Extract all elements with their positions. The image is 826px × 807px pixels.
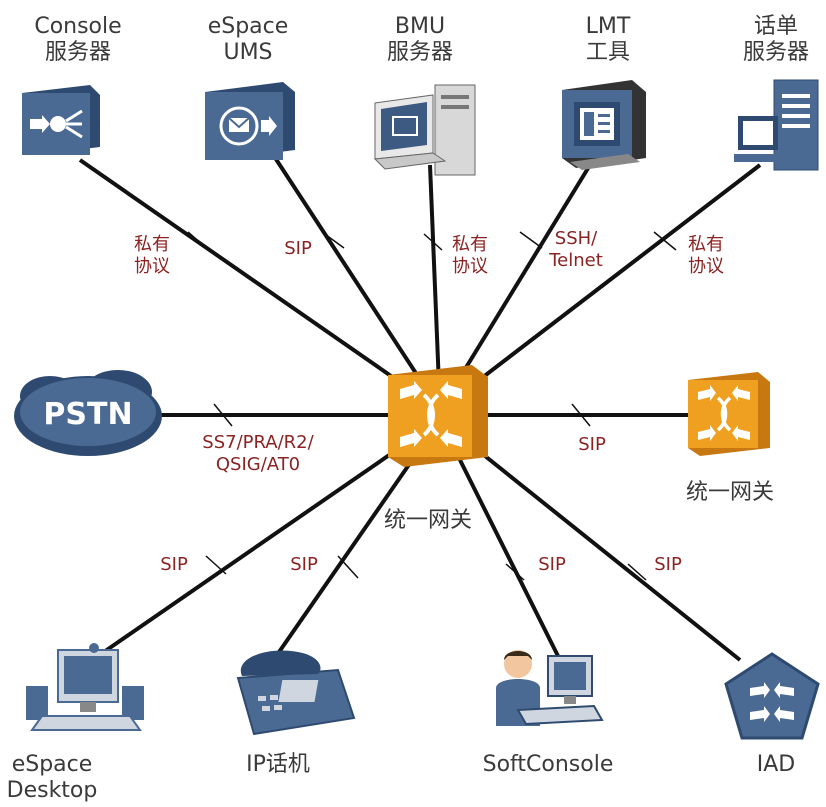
protocol-right-gateway: SIP [578, 434, 606, 455]
protocol-console: 私有 协议 [134, 234, 170, 278]
center-gateway-label: 统一网关 [383, 508, 473, 533]
espace-ums-label: eSpace UMS [208, 14, 289, 66]
cdr-label-line2: 服务器 [742, 40, 810, 65]
protocol-desktop: SIP [160, 554, 188, 575]
lmt-tool-label: LMT 工具 [586, 14, 631, 66]
lmt-label-line2: 工具 [585, 40, 630, 65]
iad-label: IAD [756, 752, 796, 777]
ums-label-line1: eSpace [207, 14, 289, 39]
protocol-pstn: SS7/PRA/R2/ QSIG/AT0 [202, 432, 313, 476]
console-label-line1: Console [34, 14, 122, 39]
bmu-label-line2: 服务器 [386, 40, 454, 65]
protocol-cdr-line1: 私有 [688, 234, 724, 255]
protocol-bmu: 私有 协议 [452, 234, 488, 278]
console-label-line2: 服务器 [44, 40, 111, 65]
link-softconsole [438, 419, 567, 671]
bmu-server-icon [373, 84, 476, 176]
gateway-icon-center [388, 365, 488, 467]
link-ums [268, 148, 442, 412]
link-cdr [438, 163, 762, 412]
console-server-icon [22, 85, 100, 155]
desktop-label-line1: eSpace [11, 752, 93, 777]
gateway-icon-right [688, 372, 770, 456]
link-iad [438, 418, 742, 662]
iad-icon [724, 652, 820, 740]
bmu-label-line1: BMU [394, 14, 446, 39]
ip-phone-icon [236, 650, 356, 736]
desktop-label-line2: Desktop [6, 778, 98, 803]
cdr-server-icon [734, 79, 819, 171]
protocol-cdr: 私有 协议 [688, 234, 724, 278]
protocol-pstn-line2: QSIG/AT0 [215, 454, 301, 475]
protocol-iad: SIP [654, 554, 682, 575]
softconsole-label: SoftConsole [482, 752, 614, 777]
protocol-cdr-line2: 协议 [688, 256, 724, 277]
desktop-pc-icon [26, 643, 144, 731]
console-server-label: Console 服务器 [34, 14, 121, 66]
cdr-label-line1: 话单 [753, 14, 799, 39]
ip-phone-label: IP话机 [246, 752, 310, 777]
protocol-softconsole: SIP [538, 554, 566, 575]
link-console [78, 158, 442, 412]
protocol-pstn-line1: SS7/PRA/R2/ [202, 432, 314, 453]
right-gateway-label: 统一网关 [685, 480, 775, 505]
link-desktop [83, 418, 442, 667]
protocol-bmu-line2: 协议 [452, 256, 488, 277]
pstn-cloud-icon [14, 370, 162, 456]
cdr-server-label: 话单 服务器 [743, 14, 809, 66]
lmt-label-line1: LMT [585, 14, 631, 39]
protocol-console-line1: 私有 [134, 234, 170, 255]
protocol-phone: SIP [290, 554, 318, 575]
protocol-lmt: SSH/ Telnet [549, 228, 603, 272]
protocol-ticks [187, 231, 677, 581]
ums-label-line2: UMS [223, 40, 273, 65]
protocol-ums: SIP [284, 238, 312, 259]
protocol-lmt-line2: Telnet [549, 250, 603, 271]
bmu-server-label: BMU 服务器 [387, 14, 453, 66]
operator-workstation-icon [496, 650, 604, 726]
protocol-console-line2: 协议 [134, 256, 170, 277]
protocol-lmt-line1: SSH/ [554, 228, 598, 249]
espace-desktop-label: eSpace Desktop [7, 752, 98, 804]
protocol-bmu-line1: 私有 [452, 234, 488, 255]
ums-server-icon [205, 82, 295, 160]
pstn-label: PSTN [43, 397, 133, 432]
lmt-workstation-icon [562, 80, 646, 170]
